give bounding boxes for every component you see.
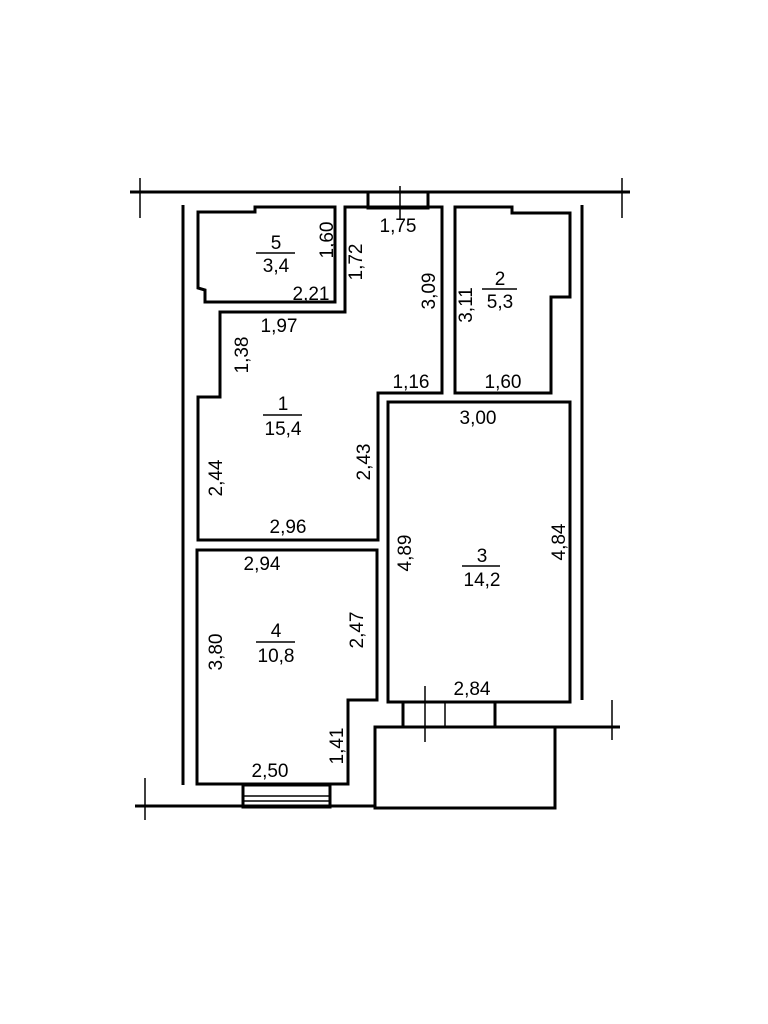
room-label-3: 3 14,2 — [462, 546, 500, 591]
room-number: 3 — [477, 546, 488, 567]
dim-label: 2,21 — [293, 284, 330, 305]
window-bottom — [241, 783, 332, 809]
dim-label: 1,97 — [261, 316, 298, 337]
room-2-outline — [453, 205, 572, 395]
room-area: 14,2 — [464, 570, 501, 591]
room-number: 5 — [271, 233, 282, 254]
dim-label: 1,41 — [327, 728, 348, 765]
dim-label: 2,43 — [354, 444, 375, 481]
dim-label: 2,94 — [244, 554, 281, 575]
room-number: 4 — [271, 621, 282, 642]
room-3-outline — [386, 400, 572, 704]
room-area: 15,4 — [265, 419, 302, 440]
dim-label: 1,60 — [317, 222, 338, 259]
dim-label: 1,38 — [232, 337, 253, 374]
dim-label: 4,89 — [395, 535, 416, 572]
dim-label: 3,80 — [206, 634, 227, 671]
room-5-outline — [196, 205, 337, 304]
dim-label: 3,11 — [456, 287, 477, 323]
room-label-1: 1 15,4 — [263, 394, 302, 440]
room-4-outline — [195, 548, 379, 786]
dim-label: 2,50 — [252, 761, 289, 782]
dimension-labels: 1,75 2,21 1,97 1,16 1,60 3,00 2,96 2,94 … — [206, 216, 570, 782]
dim-label: 1,75 — [380, 216, 417, 237]
room-area: 3,4 — [263, 256, 290, 277]
room-number: 2 — [495, 269, 506, 290]
balcony-door — [401, 686, 497, 742]
dim-label: 1,60 — [485, 372, 522, 393]
dim-label: 2,44 — [206, 459, 227, 496]
dim-label: 2,96 — [270, 517, 307, 538]
dim-label: 4,84 — [549, 523, 570, 560]
room-number: 1 — [278, 394, 289, 415]
dim-label: 3,00 — [460, 408, 497, 429]
room-area: 5,3 — [487, 292, 513, 313]
room-1-outline — [196, 205, 444, 542]
room-label-5: 5 3,4 — [256, 233, 295, 277]
dim-label: 3,09 — [419, 273, 440, 310]
dim-label: 2,47 — [347, 612, 368, 649]
exterior-walls — [130, 178, 630, 820]
room-area: 10,8 — [258, 646, 295, 667]
room-label-4: 4 10,8 — [256, 621, 295, 667]
room-label-2: 2 5,3 — [482, 269, 517, 313]
dim-label: 2,84 — [454, 679, 491, 700]
balcony-outline — [373, 725, 557, 810]
dim-label: 1,16 — [393, 372, 430, 393]
dim-label: 1,72 — [346, 244, 367, 281]
